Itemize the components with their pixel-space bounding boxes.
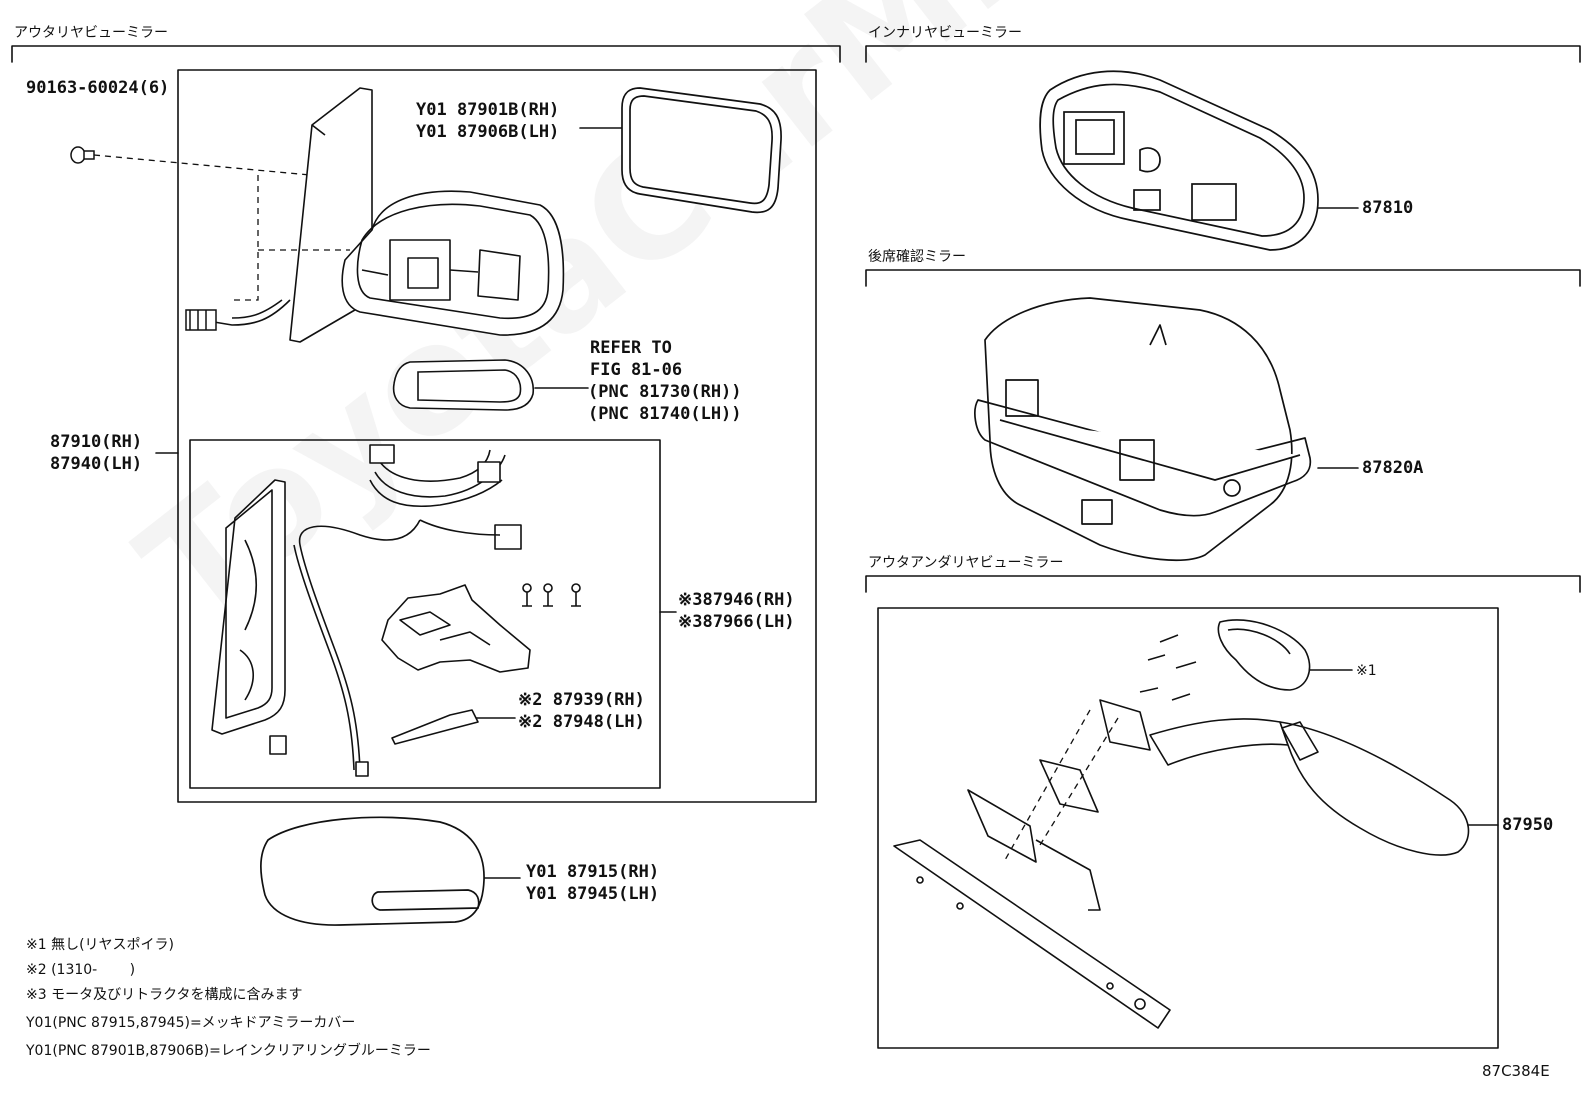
mirror-glass-rh-part-number: Y01 87901B(RH) <box>416 100 560 120</box>
connector-part <box>185 309 217 331</box>
outer-mirror-section-title: アウタリヤビューミラー <box>14 25 168 41</box>
mirror-assembly-art <box>213 87 565 343</box>
under-mirror-section-bracket <box>865 575 1581 593</box>
inner-mirror-section-title: インナリヤビューミラー <box>868 25 1022 41</box>
mirror-assy-rh-part-number: 87910(RH) <box>50 432 143 452</box>
under-mirror-part-number: 87950 <box>1502 815 1554 835</box>
retractor-lh-part-number: ※387966(LH) <box>678 612 795 632</box>
mirror-glass-part <box>621 87 782 214</box>
rear-seat-mirror-part-number: 87820A <box>1362 458 1424 478</box>
bolt-part-number: 90163-60024(6) <box>26 78 170 98</box>
retractor-subassy-art <box>211 444 581 777</box>
rear-seat-mirror-part <box>974 297 1312 562</box>
inner-mirror-part-number: 87810 <box>1362 198 1414 218</box>
footnote-1: ※1 無し(リヤスポイラ) <box>26 937 175 953</box>
refer-to-line-1: REFER TO <box>590 338 672 358</box>
rear-seat-mirror-section-bracket <box>865 269 1581 287</box>
footnote-2: ※2 (1310- ) <box>26 962 136 978</box>
cover-lh-part-number: Y01 87945(LH) <box>526 884 660 904</box>
under-mirror-cover-note-ref: ※1 <box>1356 663 1377 679</box>
retractor-rh-part-number: ※387946(RH) <box>678 590 795 610</box>
mirror-cover-part <box>260 816 485 926</box>
outer-mirror-assy-frame <box>177 69 817 803</box>
under-mirror-frame <box>877 607 1499 1049</box>
retractor-subassy-frame <box>189 439 661 789</box>
bolt-dashed-line <box>93 154 311 176</box>
bolt-part <box>70 146 95 164</box>
inner-mirror-section-bracket <box>865 45 1581 63</box>
inner-mirror-part <box>1039 70 1319 251</box>
cover-rh-part-number: Y01 87915(RH) <box>526 862 660 882</box>
refer-to-line-4: (PNC 81740(LH)) <box>588 404 742 424</box>
footnote-3: ※3 モータ及びリトラクタを構成に含みます <box>26 987 303 1003</box>
under-mirror-section-title: アウタアンダリヤビューミラー <box>868 555 1064 571</box>
figure-code: 87C384E <box>1482 1062 1550 1080</box>
wire-rh-part-number: ※2 87939(RH) <box>518 690 645 710</box>
footnote-4: Y01(PNC 87915,87945)=メッキドアミラーカバー <box>26 1015 356 1031</box>
mirror-assy-lh-part-number: 87940(LH) <box>50 454 143 474</box>
rear-seat-mirror-section-title: 後席確認ミラー <box>868 249 966 265</box>
outer-mirror-section-bracket <box>11 45 841 63</box>
under-mirror-art <box>893 619 1470 1029</box>
turn-signal-part <box>392 359 534 411</box>
footnote-5: Y01(PNC 87901B,87906B)=レインクリアリングブルーミラー <box>26 1043 431 1059</box>
refer-to-line-2: FIG 81-06 <box>590 360 683 380</box>
refer-to-line-3: (PNC 81730(RH)) <box>588 382 742 402</box>
wire-lh-part-number: ※2 87948(LH) <box>518 712 645 732</box>
mirror-glass-lh-part-number: Y01 87906B(LH) <box>416 122 560 142</box>
